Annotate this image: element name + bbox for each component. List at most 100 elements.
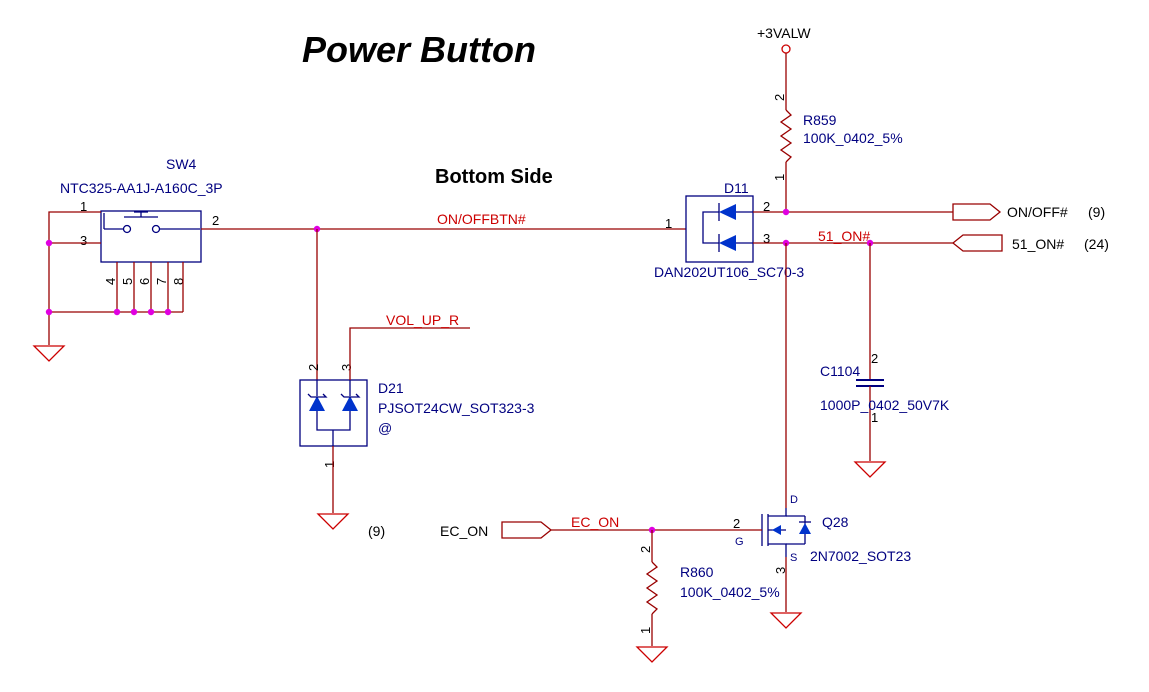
sw4-pin-5: 5	[120, 278, 135, 285]
d21-diode-right-bar	[340, 393, 361, 398]
d21-note: @	[378, 420, 392, 436]
d21-part: PJSOT24CW_SOT323-3	[378, 400, 535, 416]
net-label-onoffbtn: ON/OFFBTN#	[437, 211, 526, 227]
d11-pin-2: 2	[763, 199, 770, 214]
offpage-connector-51-on	[951, 234, 1003, 252]
c1104-pin-2: 2	[871, 351, 878, 366]
sw4-part: NTC325-AA1J-A160C_3P	[60, 180, 223, 196]
sw4-pin-6: 6	[137, 278, 152, 285]
net-label-vol-up: VOL_UP_R	[386, 312, 459, 328]
junction-sw4-pin5	[130, 308, 138, 316]
q28-pin-2: 2	[733, 516, 740, 531]
net-label-ec-on: EC_ON	[571, 514, 619, 530]
net-vol-up: VOL_UP_R	[349, 312, 470, 380]
c1104-ref: C1104	[820, 363, 860, 379]
d21-ref: D21	[378, 380, 404, 396]
junction-sw4-pin7	[164, 308, 172, 316]
d11-inner-common	[702, 211, 719, 244]
r859-pin-1: 1	[772, 174, 787, 181]
net-ec-on: EC_ON (9) EC_ON	[368, 514, 762, 539]
d11-diode-upper	[719, 204, 736, 220]
sw4-ground-net	[32, 211, 184, 362]
c1104-pin-1: 1	[871, 410, 878, 425]
c1104-value: 1000P_0402_50V7K	[820, 397, 950, 413]
offpage-label-ec-on: EC_ON	[440, 523, 488, 539]
r860-pin-2: 2	[638, 546, 653, 553]
junction-sw4-pin3	[45, 239, 53, 247]
r859-zigzag	[779, 109, 793, 163]
sw4-contact-left	[122, 224, 132, 234]
offpage-ref-onoff: (9)	[1088, 204, 1105, 220]
d11-diode-lower	[719, 235, 736, 251]
d11-part: DAN202UT106_SC70-3	[654, 264, 804, 280]
ground-symbol-d21	[316, 513, 350, 530]
d11-body	[685, 195, 754, 263]
diode-d21: D21 PJSOT24CW_SOT323-3 @ 2 3 1	[299, 364, 535, 468]
sw4-pin-8: 8	[171, 278, 186, 285]
resistor-r860: R860 100K_0402_5% 2 1	[635, 530, 780, 663]
r860-value: 100K_0402_5%	[680, 584, 780, 600]
offpage-ref-ec-on: (9)	[368, 523, 385, 539]
junction-sw4-pin4	[113, 308, 121, 316]
page-subtitle: Bottom Side	[435, 166, 553, 188]
d21-pin-1: 1	[322, 461, 337, 468]
d21-pin-2: 2	[306, 364, 321, 371]
offpage-connector-onoff	[952, 203, 1002, 221]
diode-d11: D11 DAN202UT106_SC70-3 1 2 3	[654, 180, 804, 280]
ground-symbol-c1104	[853, 461, 887, 478]
r860-pin-1: 1	[638, 627, 653, 634]
q28-terminal-d: D	[790, 494, 798, 506]
sw4-ref: SW4	[166, 156, 197, 172]
d11-pin-1: 1	[665, 216, 672, 231]
d21-diode-left	[309, 396, 325, 411]
r859-pin-2: 2	[772, 94, 787, 101]
sw4-pin-3: 3	[80, 233, 87, 248]
q28-body-diode	[799, 523, 811, 534]
power-rail-symbol	[781, 44, 791, 54]
r860-zigzag	[645, 561, 659, 615]
sw4-body	[100, 210, 202, 263]
r859-value: 100K_0402_5%	[803, 130, 903, 146]
d11-ref: D11	[724, 180, 749, 196]
d11-pin-3: 3	[763, 231, 770, 246]
q28-source-lead	[768, 543, 787, 557]
sw4-pin-4: 4	[103, 278, 118, 285]
junction-sw4-gnd-left	[45, 308, 53, 316]
q28-terminal-g: G	[735, 536, 744, 548]
q28-drain-lead	[768, 508, 787, 517]
d21-diode-right	[342, 396, 358, 411]
net-51-on: 51_ON# 51_ON# (24)	[753, 228, 1109, 252]
sw4-pin-2: 2	[212, 213, 219, 228]
r859-ref: R859	[803, 112, 837, 128]
q28-part: 2N7002_SOT23	[810, 548, 911, 564]
d21-inner-common	[316, 411, 351, 431]
net-onoffbtn: ON/OFFBTN#	[201, 211, 686, 380]
net-onoff: ON/OFF# (9)	[753, 203, 1105, 221]
q28-ref: Q28	[822, 514, 849, 530]
sw4-contact-right	[151, 224, 161, 234]
ground-symbol-sw4	[32, 345, 66, 362]
net-label-51-on: 51_ON#	[818, 228, 870, 244]
sw4-pin-7: 7	[154, 278, 169, 285]
q28-arrow	[772, 525, 781, 535]
offpage-ref-51-on: (24)	[1084, 236, 1109, 252]
junction-onoff-r859	[782, 208, 790, 216]
wire-vol-up	[349, 327, 470, 380]
q28-pin-3: 3	[773, 567, 788, 574]
resistor-r859: +3VALW R859 100K_0402_5% 2 1	[757, 25, 903, 212]
d21-diode-left-bar	[307, 393, 328, 398]
d21-pin-3: 3	[339, 364, 354, 371]
ground-symbol-q28	[769, 612, 803, 629]
junction-sw4-pin6	[147, 308, 155, 316]
power-rail-label: +3VALW	[757, 25, 811, 41]
offpage-label-51-on: 51_ON#	[1012, 236, 1064, 252]
capacitor-c1104: C1104 1000P_0402_50V7K 2 1	[820, 243, 950, 478]
mosfet-q28: Q28 2N7002_SOT23 D G S 2 3	[733, 243, 911, 629]
r860-ref: R860	[680, 564, 714, 580]
q28-terminal-s: S	[790, 552, 797, 564]
wire-sw4-pin1	[48, 211, 101, 312]
offpage-connector-ec-on	[501, 521, 553, 539]
offpage-label-onoff: ON/OFF#	[1007, 204, 1068, 220]
